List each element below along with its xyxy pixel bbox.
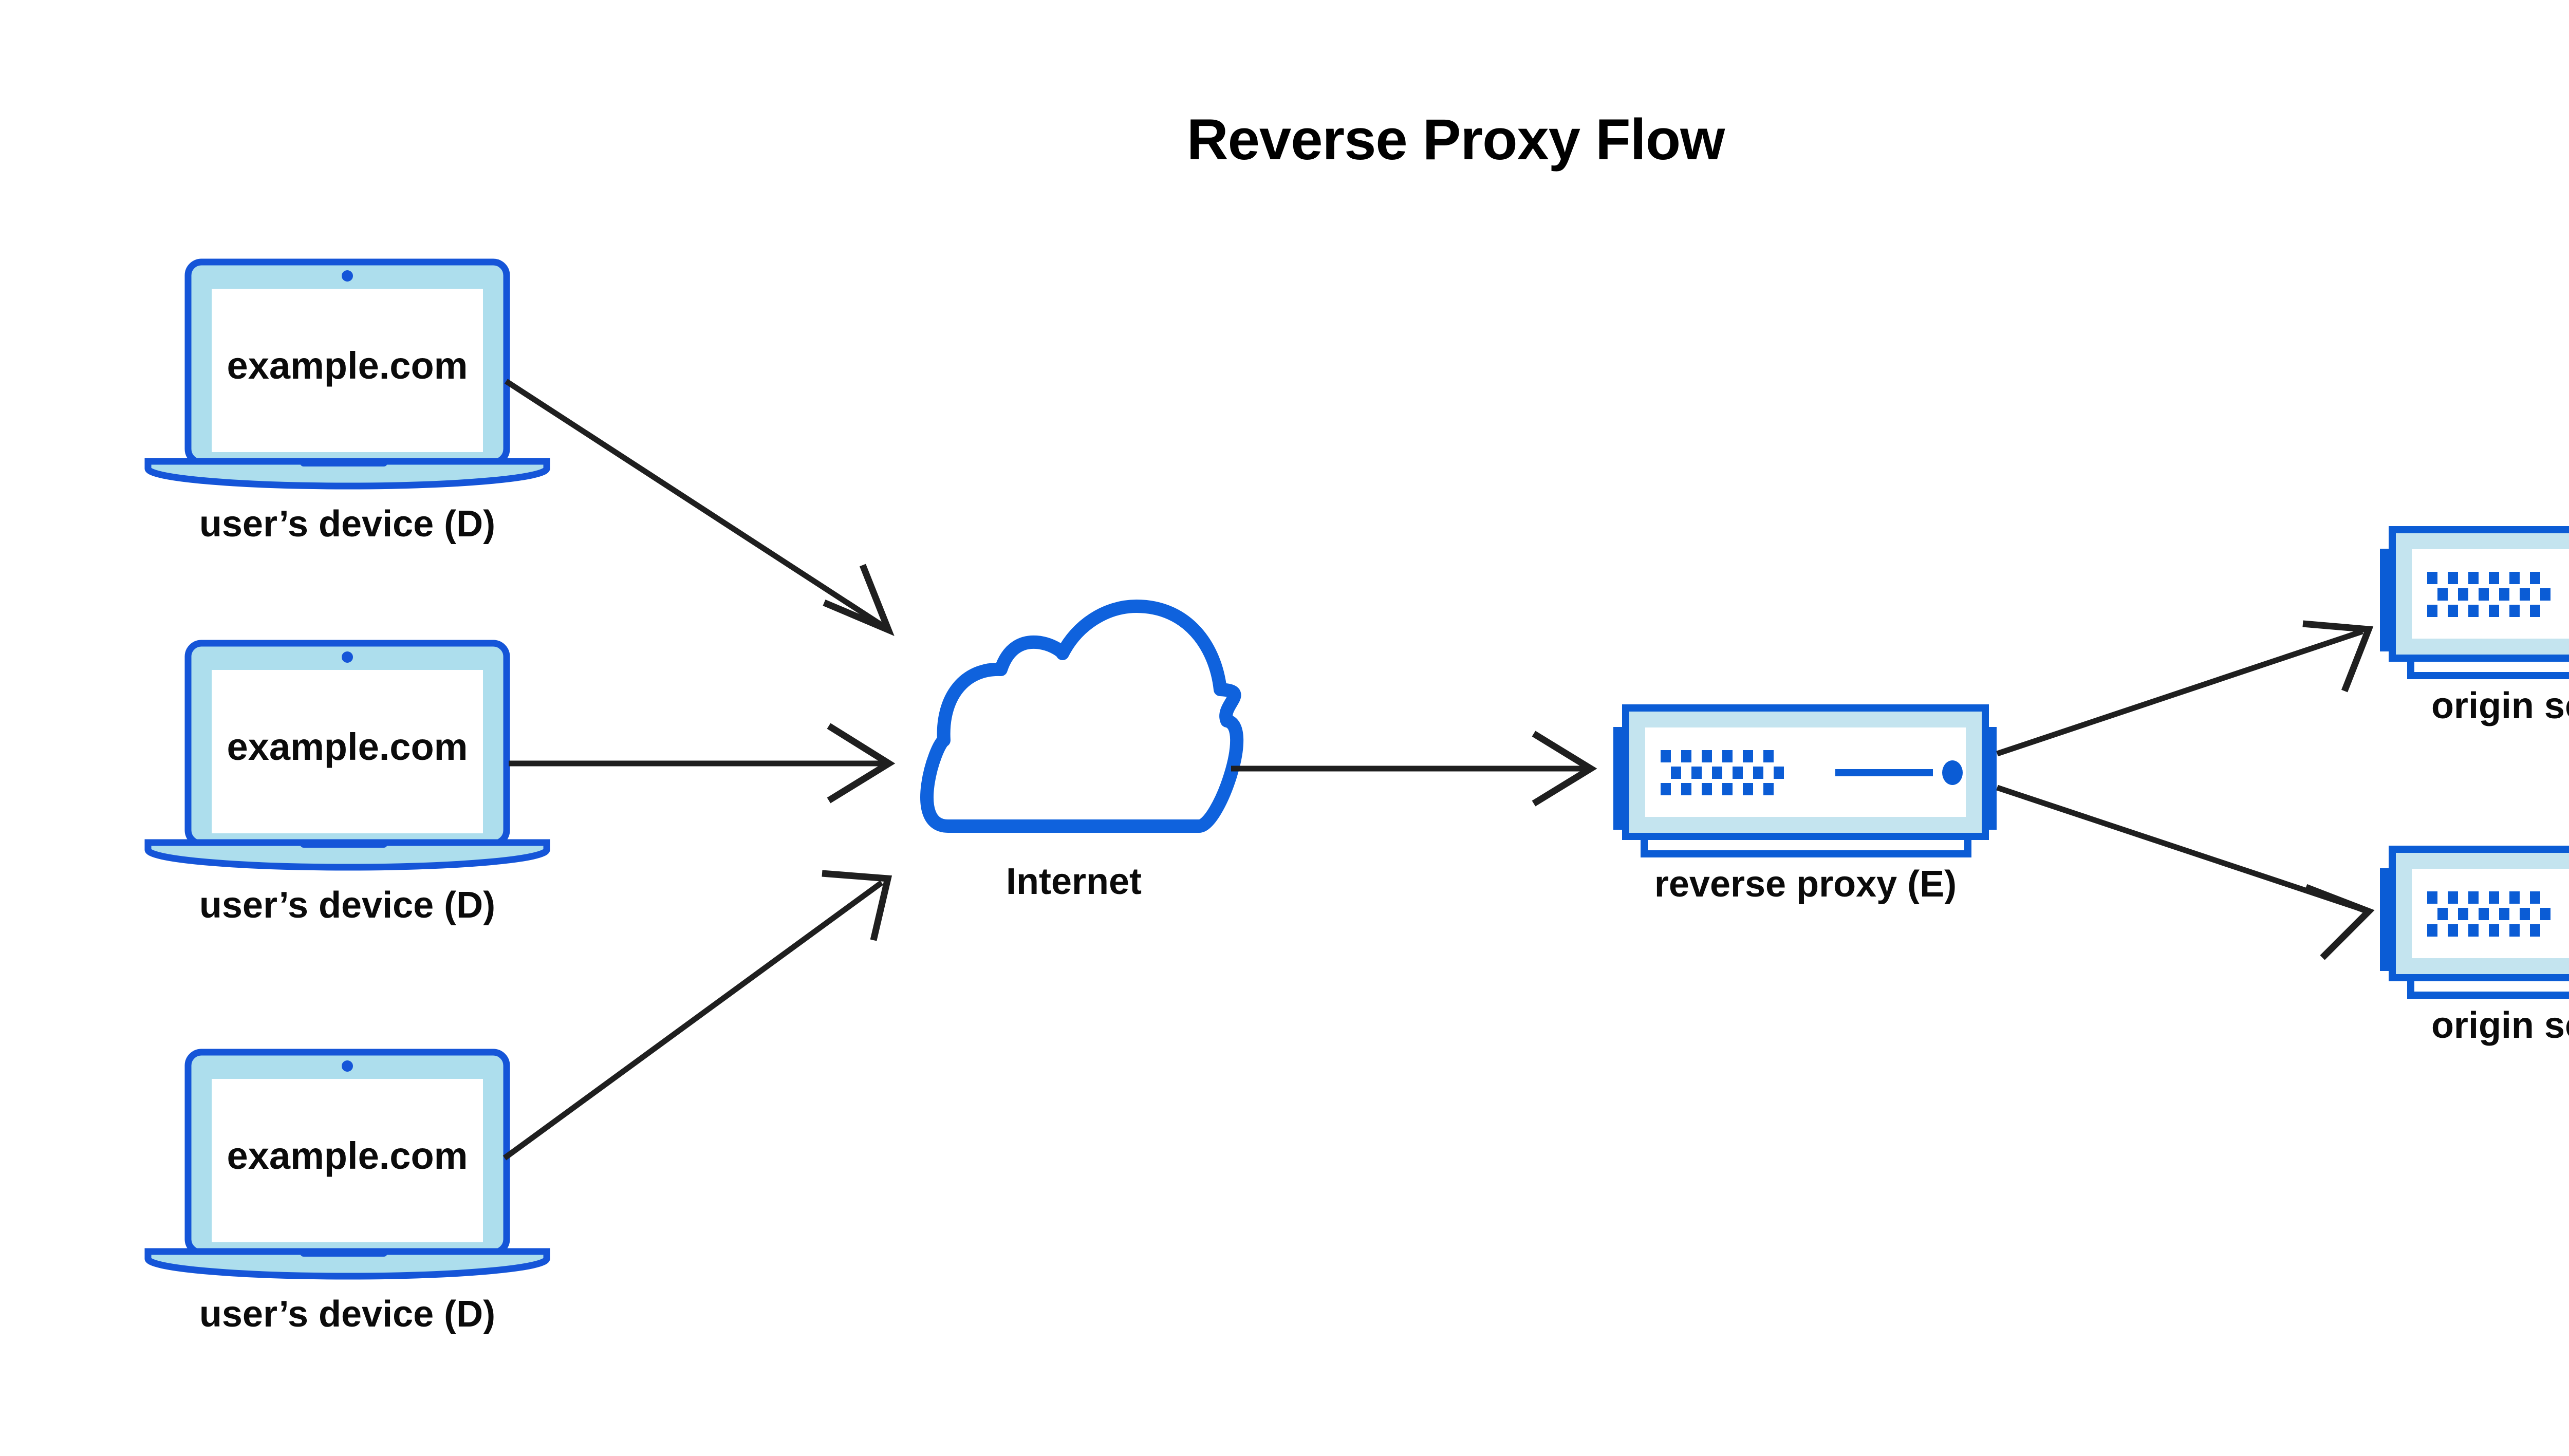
server-vent-grid [2427,891,2551,937]
client-node-1[interactable]: example.com user’s device (D) [144,258,550,545]
laptop-camera-icon [342,1060,353,1072]
internet-node[interactable]: Internet [920,600,1244,902]
origin-server-label-1: origin server (F) [2431,685,2569,726]
laptop-icon [144,258,550,490]
laptop-screen [212,289,483,452]
reverse-proxy-label: reverse proxy (E) [1654,864,1957,905]
laptop-hinge-notch [300,1248,387,1257]
edge-client3-internet [502,870,892,1161]
internet-label: Internet [1006,861,1142,902]
laptop-screen [212,1079,483,1242]
server-vent-grid [1661,750,1784,795]
edge-client2-internet [509,723,896,804]
client-label-2: user’s device (D) [199,885,495,926]
edge-proxy-origin2 [1996,785,2375,960]
laptop-hinge-notch [300,458,387,466]
client-node-2[interactable]: example.com user’s device (D) [144,640,550,926]
laptop-icon [144,1049,550,1280]
laptop-base-outline [144,458,550,490]
page-title: Reverse Proxy Flow [1187,107,1725,172]
cloud-icon [920,600,1244,833]
laptop-camera-icon [342,651,353,663]
laptop-base-fill [148,1252,547,1273]
client-screen-url-1: example.com [227,344,468,387]
client-screen-url-2: example.com [227,725,468,768]
server-icon [1613,704,1997,857]
origin-server-node-1[interactable]: origin server (F) [2380,526,2569,726]
laptop-icon [144,640,550,871]
laptop-screen [212,670,483,833]
laptop-base-outline [144,839,550,871]
client-label-3: user’s device (D) [199,1294,495,1335]
client-screen-url-3: example.com [227,1134,468,1177]
laptop-base-fill [148,843,547,864]
cloud-shape [920,600,1244,833]
laptop-base-fill [148,461,547,483]
edge-internet-proxy [1231,731,1597,807]
laptop-base-outline [144,1248,550,1280]
server-icon [2380,846,2569,999]
origin-server-label-2: origin server (F) [2431,1005,2569,1046]
edge-proxy-origin1 [1996,620,2374,757]
laptop-camera-icon [342,270,353,282]
reverse-proxy-node[interactable]: reverse proxy (E) [1613,704,1997,905]
client-label-1: user’s device (D) [199,503,495,545]
server-vent-grid [2427,572,2551,617]
laptop-hinge-notch [300,839,387,848]
client-node-3[interactable]: example.com user’s device (D) [144,1049,550,1335]
server-icon [2380,526,2569,679]
edge-client1-internet [505,379,895,637]
server-led-icon [1942,760,1963,785]
origin-server-node-2[interactable]: origin server (F) [2380,846,2569,1046]
